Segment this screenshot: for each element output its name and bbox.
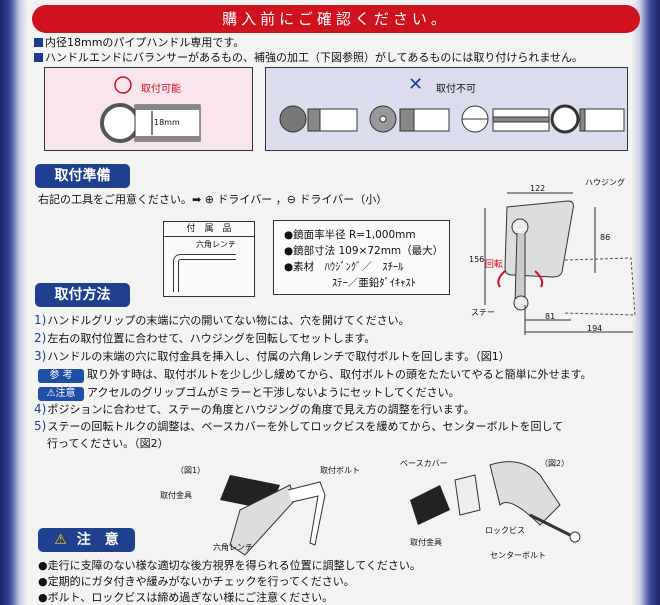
compatible-pipe-illustration xyxy=(100,76,201,143)
cross-icon: ✕ xyxy=(408,74,424,95)
step-2: 2)左右の取付位置に合わせて、ハウジングを回転してセットします。 xyxy=(34,331,376,345)
warning-item: ●定期的にガタ付きや緩みがないかチェックを行ってください。 xyxy=(38,575,355,588)
warning-item: ●走行に支障のない様な適切な後方視界を得られる位置に調整してください。 xyxy=(38,559,421,572)
mirror-diagram-illustration xyxy=(484,192,636,335)
step-1: 1)ハンドルグリップの末端に穴の開いてない物には、穴を開けてください。 xyxy=(34,313,410,327)
incompatible-pipes-illustration xyxy=(279,104,625,134)
incompatible-panel: ✕ 取付不可 xyxy=(265,67,628,151)
warning-icon: ⚠ xyxy=(54,532,67,548)
warning-item: ●ボルト、ロックビスは締め過ぎない様にご注意ください。 xyxy=(38,591,334,604)
spec-box: ●鏡面率半径 R=1,000mm ●鏡部寸法 109×72mm（最大） ●素材 … xyxy=(273,220,450,295)
compatible-panel: 取付可能 18mm xyxy=(44,67,253,151)
figure-2: ベースカバー （図2） 取付金具 ロックビス センターボルト xyxy=(390,455,590,565)
preparation-heading: 取付準備 xyxy=(35,164,130,188)
note-1: 内径18mmのパイプハンドル専用です。 xyxy=(34,34,244,50)
note-2: ハンドルエンドにバランサーがあるもの、補強の加工（下図参照）がしてあるものには取… xyxy=(34,49,583,65)
mirror-dimension-diagram: ハウジング 122 86 156 回転 ステー 81 194 xyxy=(465,175,640,340)
figure-1-illustration xyxy=(220,475,326,556)
purchase-notice-banner: 購入前にご確認ください。 xyxy=(32,5,640,33)
figure-1: （図1） 取付ボルト 取付金具 六角レンチ xyxy=(150,460,380,560)
tools-text: 右記の工具をご用意ください。➡ ⊕ ドライバー ，⊖ ドライバー（小） xyxy=(38,193,388,206)
step-5: 5)ステーの回転トルクの調整は、ベースカバーを外してロックビスを緩めてから、セン… xyxy=(34,419,564,433)
method-heading: 取付方法 xyxy=(35,283,130,307)
step-5-continued: 行ってください。（図2） xyxy=(47,437,169,450)
step-4: 4)ポジションに合わせて、ステーの角度とハウジングの角度で見え方の調整を行います… xyxy=(34,402,475,416)
warning-heading: ⚠ 注 意 xyxy=(38,528,135,552)
hex-wrench-icon xyxy=(173,254,236,292)
accessory-box: 付 属 品 六角レンチ xyxy=(163,221,255,297)
step-3: 3)ハンドルの末端の穴に取付金具を挿入し、付属の六角レンチで取付ボルトを回します… xyxy=(34,349,510,363)
reference-note: 参 考取り外す時は、取付ボルトを少し少し緩めてから、取付ボルトの頭をたたいてやる… xyxy=(38,366,592,383)
figure-2-illustration xyxy=(410,461,581,543)
caution-note: ⚠注意アクセルのグリップゴムがミラーと干渉しないようにセットしてください。 xyxy=(38,384,460,401)
